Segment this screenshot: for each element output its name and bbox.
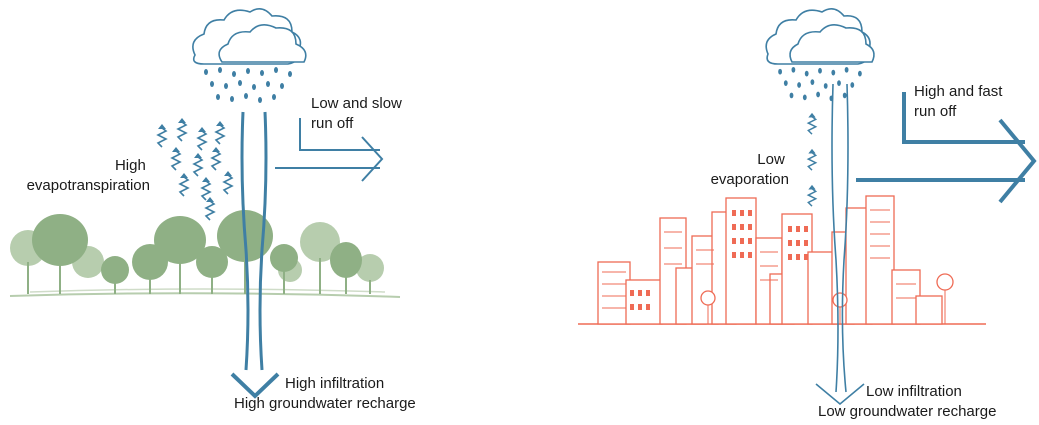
infiltration-arrow-icon bbox=[230, 372, 280, 399]
runoff-arrow-icon bbox=[275, 118, 384, 182]
infiltration-label: Low infiltration Low groundwater recharg… bbox=[818, 383, 996, 420]
evaporation-label: Low evaporation bbox=[711, 151, 789, 188]
runoff-label: High and fast run off bbox=[914, 83, 1007, 120]
evapotranspiration-arrows-icon bbox=[157, 117, 233, 221]
evaporation-arrows-icon bbox=[807, 112, 817, 207]
infiltration-streams-icon bbox=[240, 111, 268, 371]
runoff-arrow-icon bbox=[856, 92, 1037, 204]
infiltration-label: High infiltration High groundwater recha… bbox=[234, 375, 416, 412]
city-illustration bbox=[578, 195, 986, 325]
rain-drops-icon bbox=[204, 67, 292, 103]
rain-drops-icon bbox=[778, 66, 862, 102]
evapotranspiration-label: High evapotranspiration bbox=[27, 157, 150, 194]
infiltration-streams-icon bbox=[831, 83, 849, 393]
forest-illustration bbox=[9, 210, 401, 298]
infiltration-arrow-icon bbox=[815, 383, 865, 406]
runoff-label: Low and slow run off bbox=[311, 95, 406, 132]
natural-panel: Low and slow run off High evapotranspira… bbox=[9, 8, 416, 412]
urban-panel: High and fast run off Low evaporation Lo… bbox=[578, 8, 1037, 420]
cloud-icon bbox=[765, 8, 875, 65]
cloud-icon bbox=[192, 8, 307, 65]
